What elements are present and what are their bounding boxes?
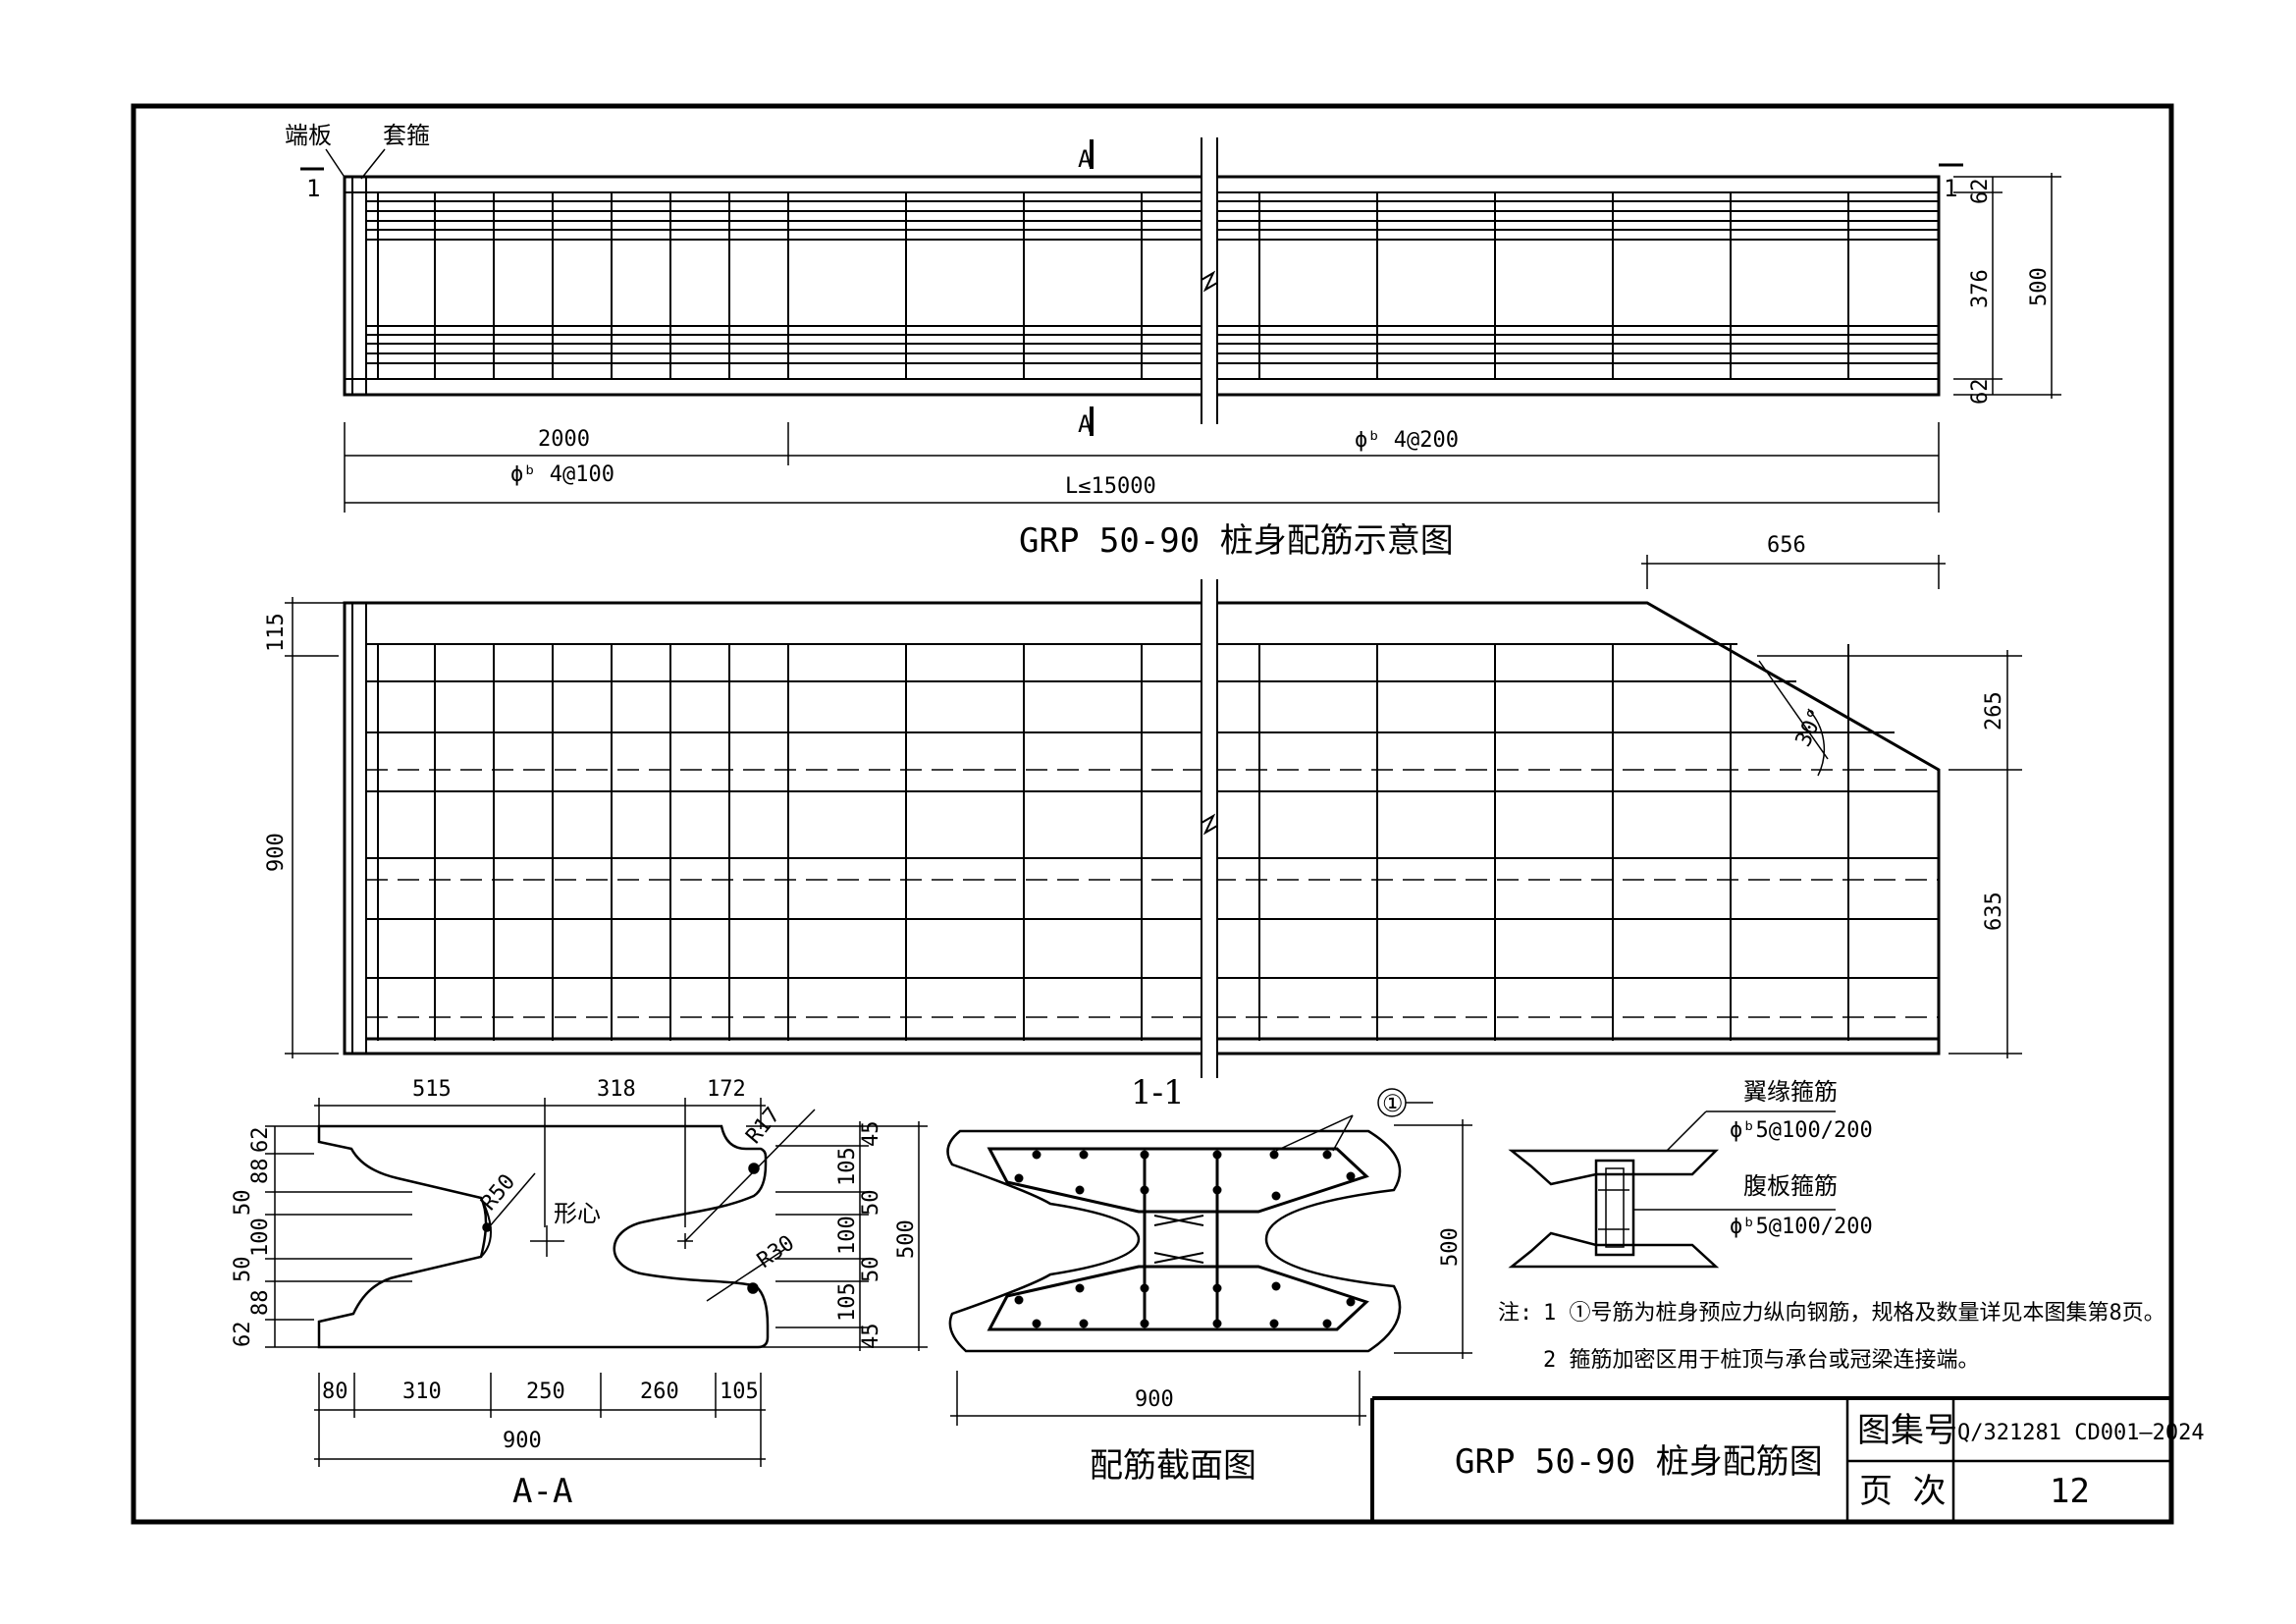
aa-centroid-label: 形心 [554,1200,601,1227]
elev-dim-62-top: 62 [1968,179,1993,205]
elevation-longitudinal-bars [366,200,1939,364]
page-number: 12 [2050,1472,2090,1511]
aa-bottom-105: 105 [720,1380,759,1404]
elevation-title: GRP 50-90 桩身配筋示意图 [1019,521,1454,561]
drawing-title: GRP 50-90 桩身配筋图 [1455,1442,1823,1482]
stirrup-detail [1508,1149,1720,1269]
aa-right-500: 500 [894,1219,919,1259]
aa-right-50-bottom: 50 [859,1257,883,1283]
aa-right-100: 100 [835,1216,860,1255]
stirrup-leaders [1633,1110,1836,1211]
elev-dim-62-bottom: 62 [1968,379,1993,406]
section-1-1-view [343,579,1941,1078]
section-a-a-view [317,1124,770,1349]
circled-one-label: ① [1382,1090,1404,1117]
section-a-bottom-label: A [1078,410,1093,438]
reinforcement-bars-dots [1014,1150,1356,1328]
elevation-bottom-dims [344,422,1940,513]
aa-bottom-900: 900 [503,1429,542,1453]
s11-dim-115: 115 [264,613,289,652]
section-a-top-label: A [1078,145,1093,173]
s11-dim-656: 656 [1767,533,1806,558]
aa-bottom-310: 310 [402,1380,442,1404]
section-1-1-bars [366,643,1939,1041]
flange-stirrup-label: 翼缘箍筋 [1743,1078,1838,1106]
aa-bottom-80: 80 [322,1380,348,1404]
reinforcement-dims [950,1088,1472,1426]
reinforcement-section-view [946,1129,1402,1353]
aa-dim-515: 515 [412,1077,452,1102]
sheet-border [131,103,2174,1525]
web-stirrup-label: 腹板箍筋 [1743,1172,1838,1200]
aa-right-45-top: 45 [859,1121,883,1148]
aa-left-88-bottom: 88 [248,1290,273,1317]
aa-r30: R30 [753,1231,799,1273]
s11-dim-900: 900 [264,833,289,872]
rs-dim-500: 500 [1438,1227,1463,1267]
elev-dim-2000: 2000 [538,427,590,452]
elevation-view [343,137,1941,424]
aa-right-50-top: 50 [859,1190,883,1217]
section-1-1-dashed [366,769,1939,1018]
note-1: 1 ①号筋为桩身预应力纵向钢筋，规格及数量详见本图集第8页。 [1543,1301,2165,1326]
aa-left-50-top: 50 [231,1190,255,1217]
aa-bottom-260: 260 [640,1380,679,1404]
s11-dim-265: 265 [1982,691,2006,731]
aa-left-88-top: 88 [248,1159,273,1185]
elevation-right-dims [1953,173,2061,399]
section-mark-left: 1 [306,175,320,202]
aa-bottom-250: 250 [526,1380,565,1404]
aa-r50: R50 [476,1169,520,1216]
page-label: 页 次 [1859,1472,1946,1511]
elev-dim-376: 376 [1968,269,1993,308]
elevation-stirrups [377,192,1849,379]
reinforcement-section-title: 配筋截面图 [1090,1446,1256,1486]
flange-stirrup-spec: ϕᵇ5@100/200 [1730,1118,1873,1143]
section-1-1-dims [285,555,2022,1058]
notes-prefix: 注: [1498,1301,1532,1326]
end-plate-label: 端板 [285,122,332,149]
rs-dim-900: 900 [1135,1387,1174,1412]
section-a-a-title: A-A [512,1472,572,1511]
aa-left-62-top: 62 [248,1127,273,1154]
s11-dim-635: 635 [1982,892,2006,931]
aa-dim-318: 318 [597,1077,636,1102]
section-1-1-title: 1-1 [1131,1073,1185,1112]
elev-length: L≤15000 [1065,474,1156,499]
aa-right-45-bottom: 45 [859,1324,883,1350]
aa-right-105-bottom: 105 [835,1282,860,1322]
elev-normal-spacing: ϕᵇ 4@200 [1355,428,1459,453]
elev-dim-500: 500 [2027,267,2052,306]
section-a-a-annotations [265,1098,928,1467]
web-stirrup-spec: ϕᵇ5@100/200 [1730,1215,1873,1239]
hoop-label: 套箍 [383,122,430,149]
elev-dense-spacing: ϕᵇ 4@100 [510,462,614,487]
aa-left-50-bottom: 50 [231,1257,255,1283]
atlas-number-label: 图集号 [1857,1411,1957,1450]
title-block [1370,1396,2171,1522]
aa-dim-172: 172 [707,1077,746,1102]
aa-left-62-bottom: 62 [231,1322,255,1348]
note-2: 2 箍筋加密区用于桩顶与承台或冠梁连接端。 [1543,1348,1980,1373]
aa-r17: R17 [741,1103,785,1149]
aa-right-105-top: 105 [835,1147,860,1186]
aa-left-100: 100 [248,1218,273,1257]
section-1-1-stirrups [377,644,1849,1041]
section-mark-right: 1 [1944,175,1957,202]
atlas-number-value: Q/321281 CD001—2024 [1957,1421,2205,1445]
